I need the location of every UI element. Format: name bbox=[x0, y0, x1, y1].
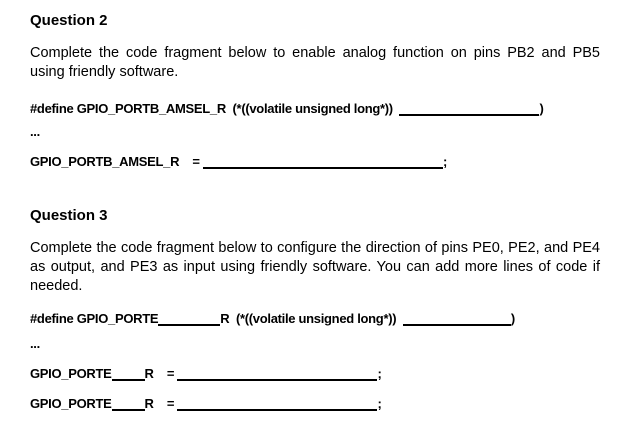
q2-assignment-semicolon: ; bbox=[443, 154, 448, 169]
instruction-line: Complete the code fragment below to enab… bbox=[30, 45, 600, 61]
question-3-instructions: Complete the code fragment below to conf… bbox=[30, 239, 600, 296]
instruction-line: as output, and PE3 as input using friend… bbox=[30, 259, 600, 275]
answer-blank bbox=[203, 155, 444, 169]
instruction-line: using friendly software. bbox=[30, 64, 179, 80]
register-name-blank bbox=[158, 312, 221, 326]
q2-define-text: #define GPIO_PORTB_AMSEL_R (*((volatile … bbox=[30, 101, 400, 116]
q3-define-text-right: R (*((volatile unsigned long*)) bbox=[220, 311, 403, 326]
answer-blank bbox=[399, 102, 540, 116]
instruction-line: needed. bbox=[30, 278, 83, 294]
q3-assignment-line-1: GPIO_PORTE R = ; bbox=[30, 366, 382, 382]
q3-assignment-1-semicolon: ; bbox=[377, 366, 382, 381]
question-2-instructions: Complete the code fragment below to enab… bbox=[30, 44, 600, 82]
q3-assignment-2-semicolon: ; bbox=[377, 396, 382, 411]
register-name-blank bbox=[111, 367, 145, 381]
q2-define-line: #define GPIO_PORTB_AMSEL_R (*((volatile … bbox=[30, 101, 544, 117]
q2-assignment-line: GPIO_PORTB_AMSEL_R = ; bbox=[30, 154, 447, 170]
answer-blank bbox=[402, 312, 511, 326]
q2-ellipsis: ... bbox=[30, 124, 40, 139]
question-3-heading: Question 3 bbox=[30, 207, 108, 224]
q2-define-close-paren: ) bbox=[539, 101, 544, 116]
q3-define-line: #define GPIO_PORTE R (*((volatile unsigne… bbox=[30, 311, 515, 327]
q3-define-text-left: #define GPIO_PORTE bbox=[30, 311, 159, 326]
q3-assignment-line-2: GPIO_PORTE R = ; bbox=[30, 396, 382, 412]
q3-define-close-paren: ) bbox=[510, 311, 515, 326]
answer-blank bbox=[177, 367, 378, 381]
q3-assignment-1-equals: R = bbox=[144, 366, 178, 381]
instruction-line: Complete the code fragment below to conf… bbox=[30, 240, 600, 256]
register-name-blank bbox=[111, 397, 145, 411]
q3-ellipsis: ... bbox=[30, 336, 40, 351]
q2-assignment-text: GPIO_PORTB_AMSEL_R = bbox=[30, 154, 204, 169]
question-2-heading: Question 2 bbox=[30, 12, 108, 29]
q3-assignment-2-equals: R = bbox=[144, 396, 178, 411]
q3-assignment-1-name: GPIO_PORTE bbox=[30, 366, 112, 381]
q3-assignment-2-name: GPIO_PORTE bbox=[30, 396, 112, 411]
answer-blank bbox=[177, 397, 378, 411]
